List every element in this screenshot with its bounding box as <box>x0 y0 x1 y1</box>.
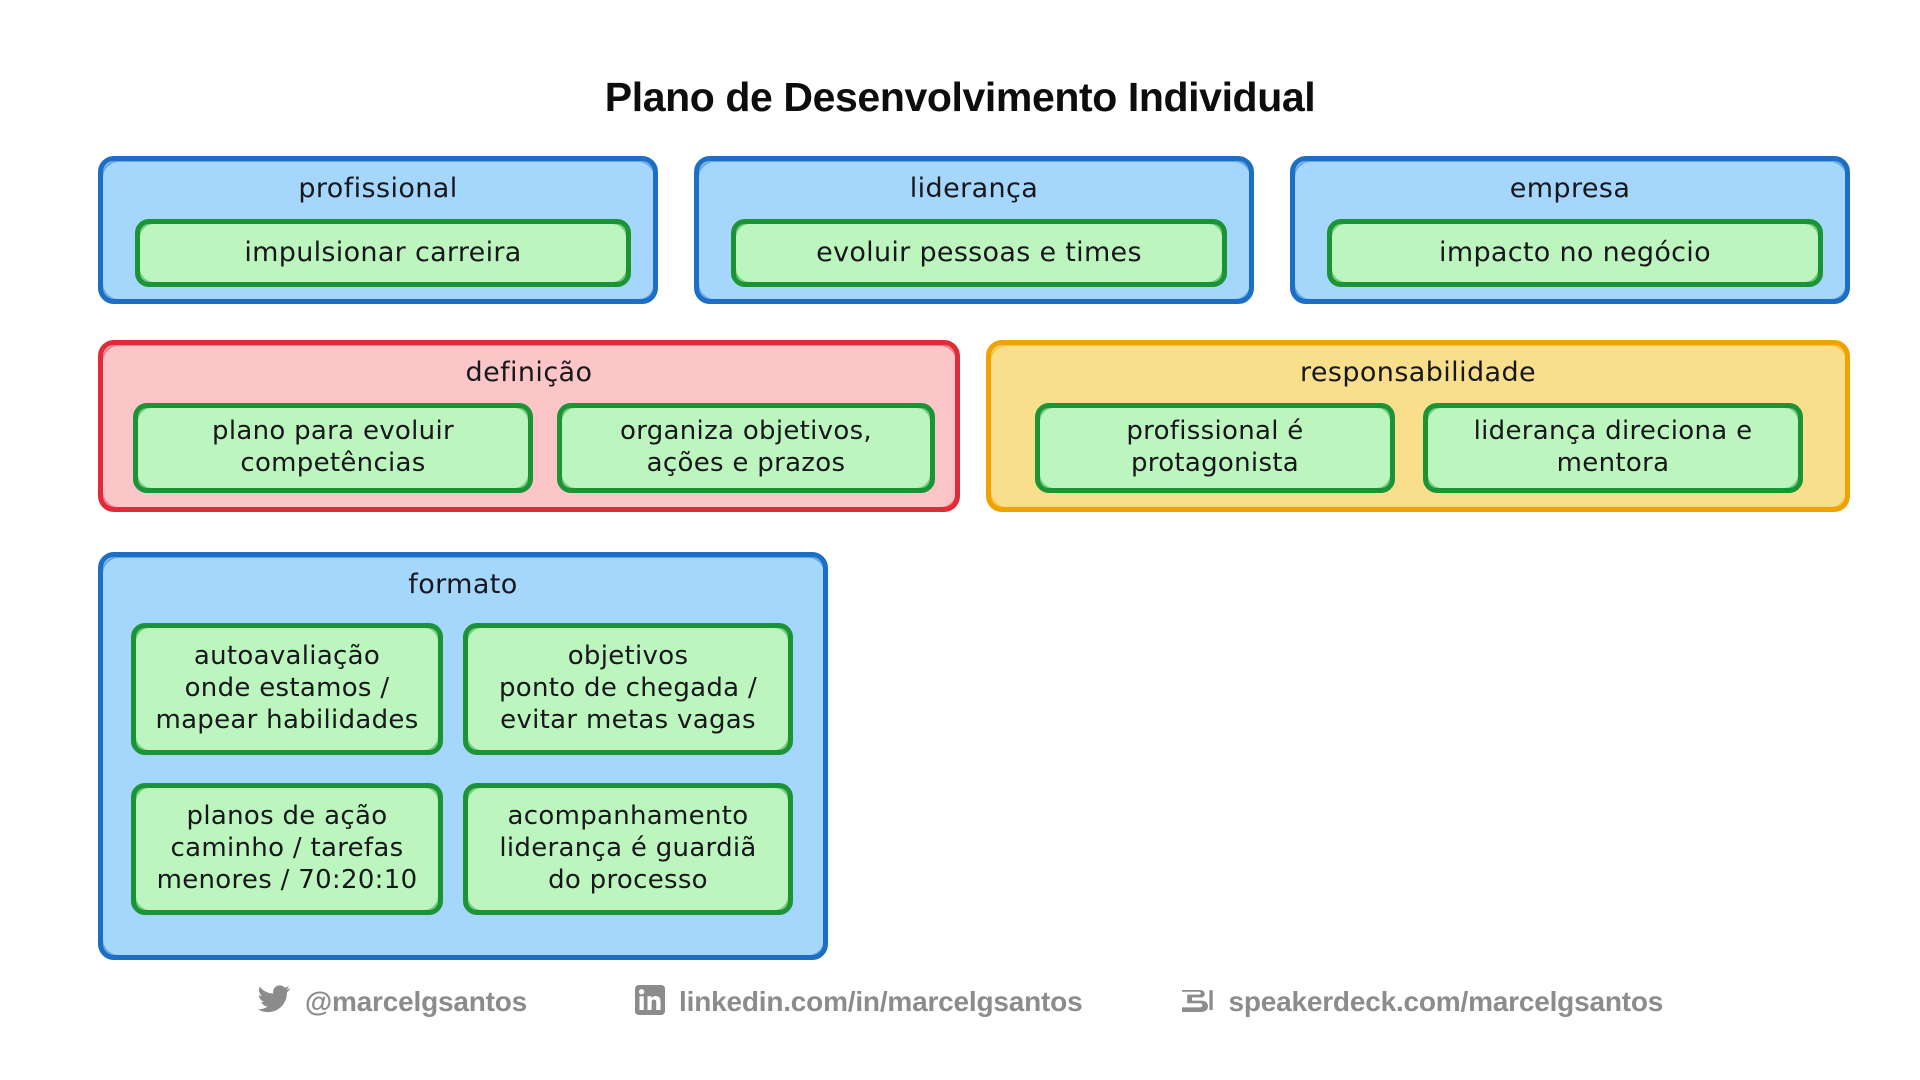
section-profissional: profissional impulsionar carreira <box>98 156 658 304</box>
footer-link-linkedin[interactable]: linkedin.com/in/marcelgsantos <box>635 985 1083 1019</box>
card-text: plano para evoluir competências <box>212 416 454 478</box>
section-definicao: definição plano para evoluir competência… <box>98 340 960 512</box>
card-text: objetivos ponto de chegada / evitar meta… <box>498 641 758 735</box>
card-text: impulsionar carreira <box>244 236 522 268</box>
section-label-responsabilidade: responsabilidade <box>1299 357 1537 388</box>
card-planos-de-acao[interactable]: planos de ação caminho / tarefas menores… <box>131 783 443 915</box>
page-title: Plano de Desenvolvimento Individual <box>604 74 1316 120</box>
footer-label-linkedin: linkedin.com/in/marcelgsantos <box>679 986 1083 1017</box>
card-text: liderança direciona e mentora <box>1473 416 1753 478</box>
card-profissional-e-protagonista[interactable]: profissional é protagonista <box>1035 403 1395 493</box>
section-responsabilidade: responsabilidade profissional é protagon… <box>986 340 1850 512</box>
section-lideranca: liderança evoluir pessoas e times <box>694 156 1254 304</box>
footer-link-twitter[interactable]: @marcelgsantos <box>257 985 527 1019</box>
speakerdeck-icon <box>1180 986 1214 1018</box>
section-label-empresa: empresa <box>1509 173 1631 204</box>
footer-label-twitter: @marcelgsantos <box>304 986 528 1017</box>
card-acompanhamento[interactable]: acompanhamento liderança é guardiã do pr… <box>463 783 793 915</box>
card-autoavaliacao[interactable]: autoavaliação onde estamos / mapear habi… <box>131 623 443 755</box>
linkedin-icon <box>635 985 666 1019</box>
card-text: profissional é protagonista <box>1126 416 1304 478</box>
card-lideranca-direciona-e-mentora[interactable]: liderança direciona e mentora <box>1423 403 1803 493</box>
twitter-icon <box>257 985 291 1019</box>
section-label-profissional: profissional <box>298 173 458 204</box>
footer: @marcelgsantos linkedin.com/in/marcelgsa… <box>0 985 1920 1019</box>
card-text: acompanhamento liderança é guardiã do pr… <box>499 801 757 895</box>
card-impulsionar-carreira[interactable]: impulsionar carreira <box>135 219 631 287</box>
card-text: impacto no negócio <box>1439 236 1711 268</box>
card-text: autoavaliação onde estamos / mapear habi… <box>155 641 419 735</box>
footer-link-speakerdeck[interactable]: speakerdeck.com/marcelgsantos <box>1180 986 1663 1018</box>
section-label-definicao: definição <box>465 357 593 388</box>
card-text: evoluir pessoas e times <box>816 236 1142 268</box>
card-impacto-no-negocio[interactable]: impacto no negócio <box>1327 219 1823 287</box>
card-objetivos[interactable]: objetivos ponto de chegada / evitar meta… <box>463 623 793 755</box>
card-plano-para-evoluir-competencias[interactable]: plano para evoluir competências <box>133 403 533 493</box>
card-text: organiza objetivos, ações e prazos <box>620 416 872 478</box>
card-evoluir-pessoas-e-times[interactable]: evoluir pessoas e times <box>731 219 1227 287</box>
footer-label-speakerdeck: speakerdeck.com/marcelgsantos <box>1228 986 1664 1017</box>
section-formato: formato autoavaliação onde estamos / map… <box>98 552 828 960</box>
section-empresa: empresa impacto no negócio <box>1290 156 1850 304</box>
card-organiza-objetivos-acoes-e-prazos[interactable]: organiza objetivos, ações e prazos <box>557 403 935 493</box>
card-text: planos de ação caminho / tarefas menores… <box>156 801 418 895</box>
section-label-lideranca: liderança <box>909 173 1039 204</box>
section-label-formato: formato <box>408 569 518 600</box>
